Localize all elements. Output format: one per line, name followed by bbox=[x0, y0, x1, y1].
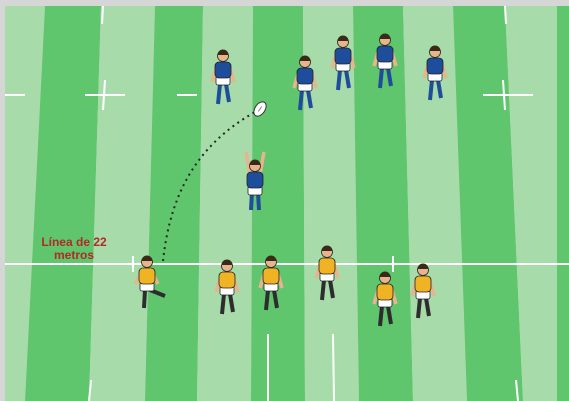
label-line2: metros bbox=[54, 248, 94, 262]
rugby-pitch: Línea de 22 metros bbox=[5, 6, 569, 401]
pitch-stripes bbox=[5, 6, 569, 401]
twenty-two-meter-line-label: Línea de 22 metros bbox=[31, 236, 117, 262]
label-line1: Línea de 22 bbox=[41, 235, 106, 249]
